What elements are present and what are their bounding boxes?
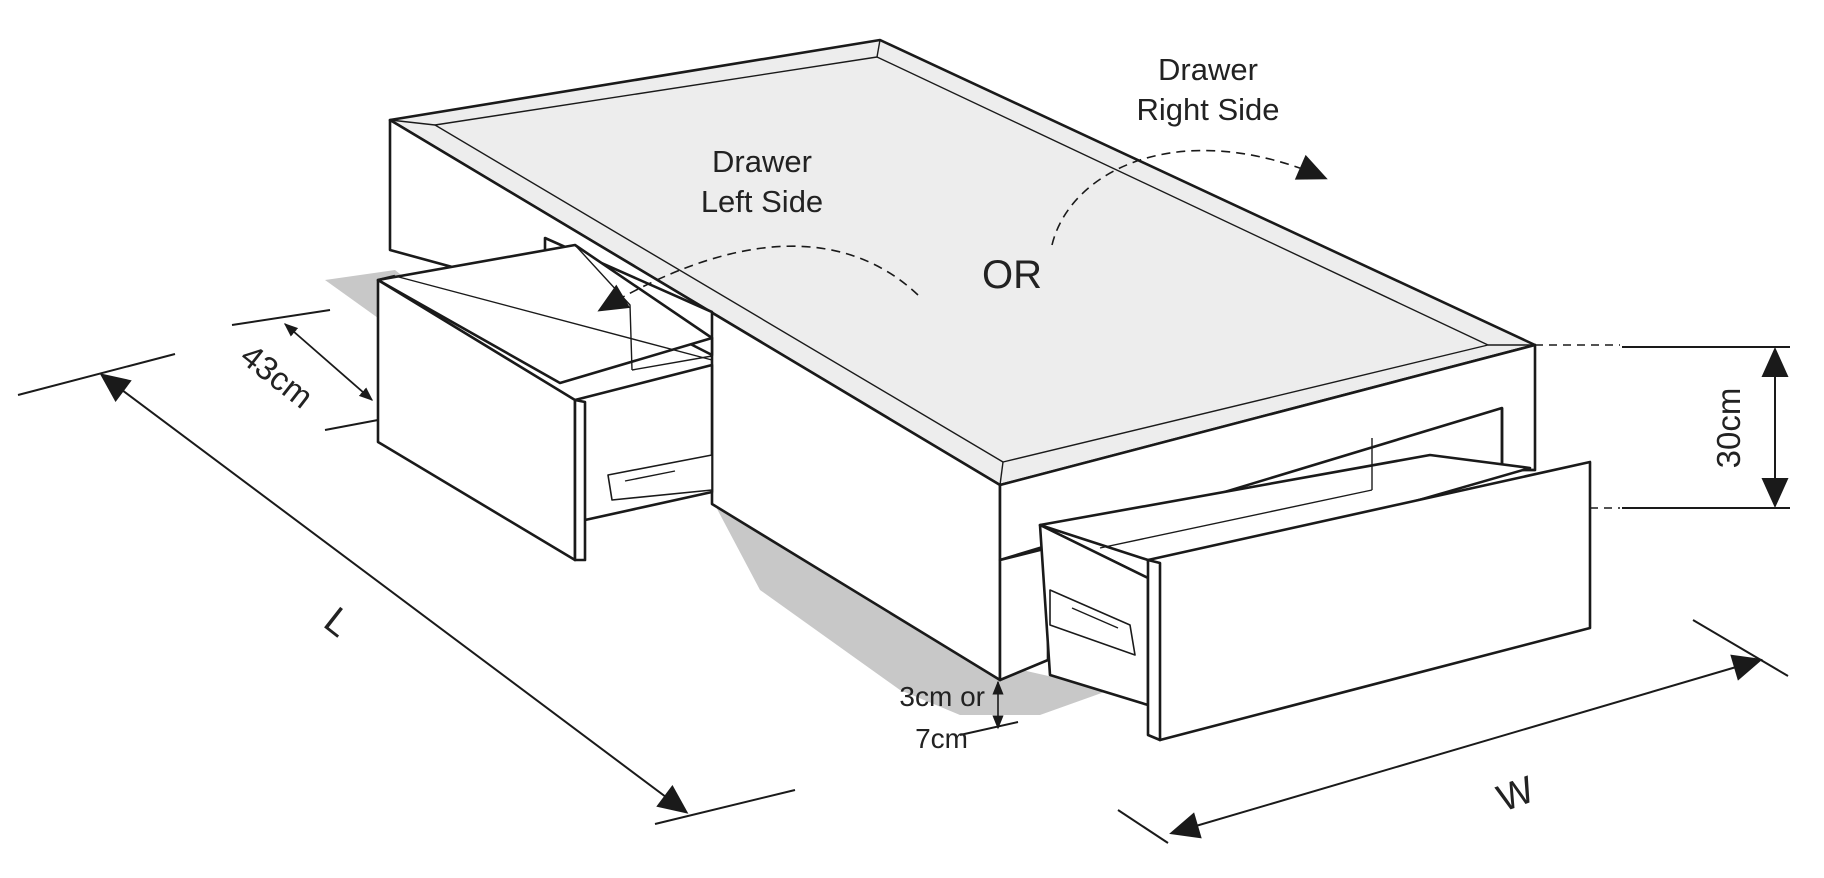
right-pull-arrow: [1051, 149, 1328, 246]
clearance-label-line2: 7cm: [915, 723, 968, 754]
length-label: L: [316, 599, 359, 645]
dimension-width: [1117, 619, 1789, 844]
drawer-left-label-line1: Drawer: [712, 144, 812, 179]
drawer-depth-label: 43cm: [234, 337, 320, 416]
or-label: OR: [982, 253, 1042, 297]
pull-direction-arrows: [597, 149, 1328, 312]
dimension-length: [17, 353, 796, 825]
dimension-clearance: [959, 680, 1019, 736]
clearance-label-line1: 3cm or: [899, 681, 985, 712]
drawer-right-label-line2: Right Side: [1136, 92, 1279, 127]
width-label: W: [1492, 769, 1540, 821]
drawer-right-label-line1: Drawer: [1158, 52, 1258, 87]
height-label: 30cm: [1710, 388, 1747, 469]
left-pull-arrow: [597, 245, 919, 312]
dimension-height: [1535, 344, 1790, 509]
drawer-left-label-line2: Left Side: [701, 184, 823, 219]
